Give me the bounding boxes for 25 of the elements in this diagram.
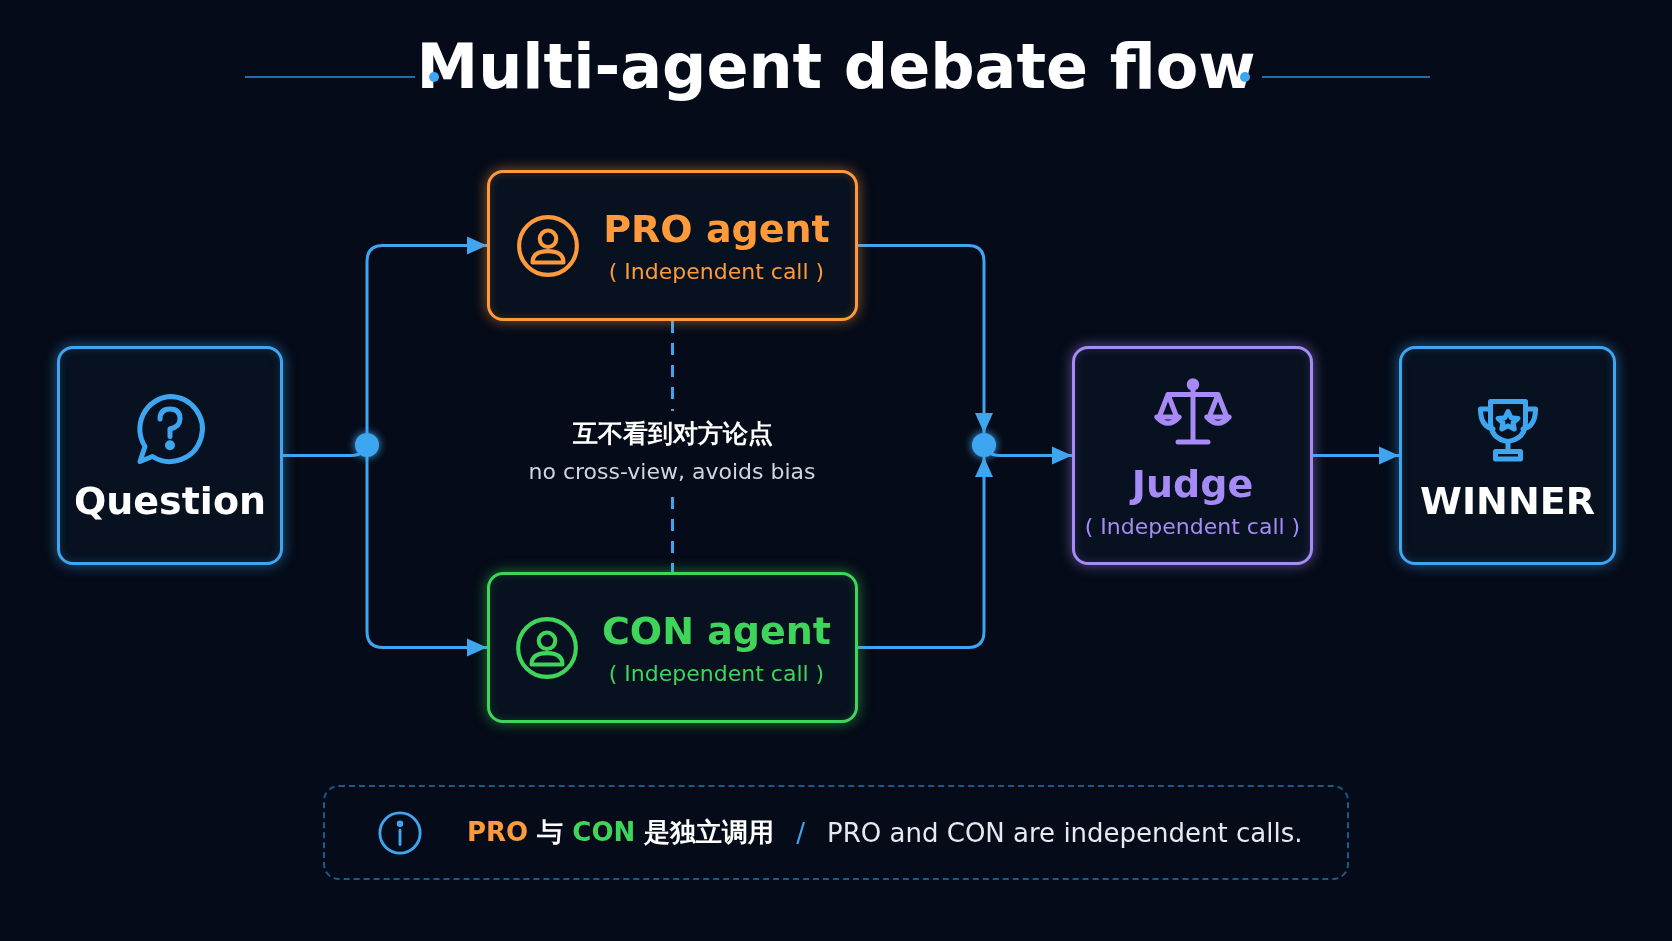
arrow: [365, 236, 487, 433]
question-box: [57, 346, 283, 565]
note-box: [323, 785, 1349, 880]
agent-box: [487, 170, 858, 321]
arrow: [858, 244, 993, 433]
node-title: CON agent: [601, 609, 832, 653]
arrow: [365, 457, 487, 657]
call-note: ( Independent call ): [608, 661, 825, 686]
note-text: PRO 与 CON 是独立调用: [467, 816, 775, 849]
note-text: PRO and CON are independent calls.: [827, 817, 1303, 848]
separator: /: [796, 817, 806, 848]
arrow: [858, 457, 993, 649]
judge-box: [1072, 346, 1313, 565]
junction-dot: [355, 433, 379, 457]
node-title: WINNER: [1420, 478, 1595, 523]
node-title: PRO agent: [603, 207, 830, 251]
junction-dot: [972, 433, 996, 457]
arrow: [1313, 446, 1399, 465]
node-title: Question: [73, 478, 267, 523]
agent-box: [487, 572, 858, 723]
winner-box: [1399, 346, 1616, 565]
call-note: ( Independent call ): [1084, 514, 1301, 539]
title: Multi-agent debate flow: [416, 30, 1256, 103]
node-title: Judge: [1131, 462, 1254, 506]
call-note: ( Independent call ): [608, 259, 825, 284]
